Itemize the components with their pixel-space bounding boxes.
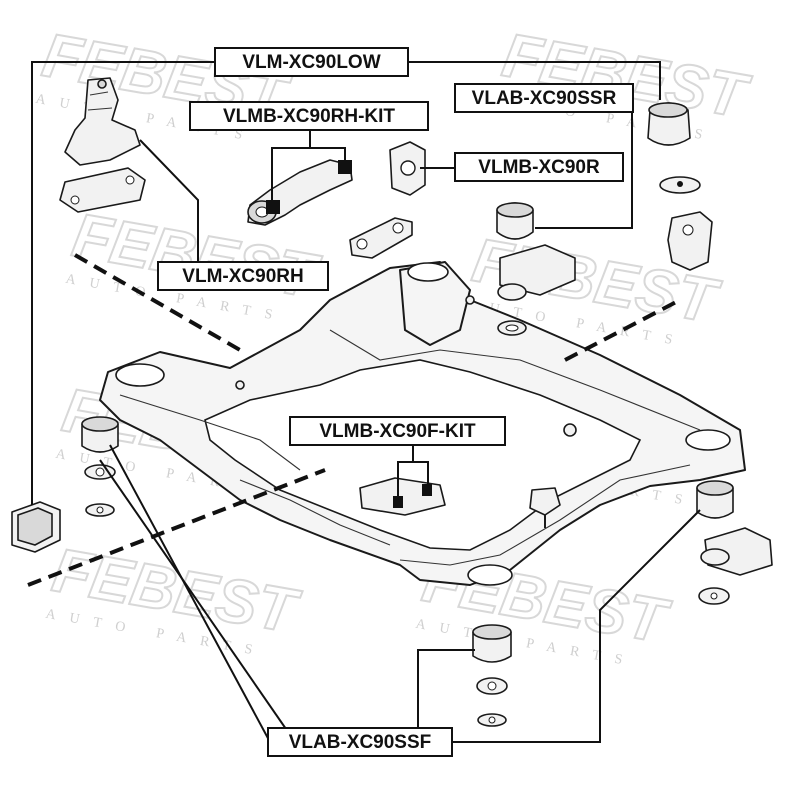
label-vlmb-xc90rh-kit: VLMB-XC90RH-KIT <box>189 101 429 131</box>
label-vlmb-xc90r-text: VLMB-XC90R <box>478 157 600 178</box>
label-vlab-xc90ssr-text: VLAB-XC90SSR <box>472 88 617 109</box>
engine-mount-top-right <box>647 102 713 271</box>
torque-rod-rh <box>247 159 353 226</box>
part-labels: VLM-XC90LOW VLMB-XC90RH-KIT VLAB-XC90SSR… <box>157 47 634 757</box>
subframe-bush-front-center <box>472 624 512 727</box>
label-vlmb-xc90f-kit: VLMB-XC90F-KIT <box>289 416 506 446</box>
subframe-bush-rear <box>496 202 576 336</box>
label-vlab-xc90ssr: VLAB-XC90SSR <box>454 83 634 113</box>
label-vlm-xc90low: VLM-XC90LOW <box>214 47 409 77</box>
engine-mount-low <box>11 501 61 553</box>
subframe-bush-front-left <box>81 416 119 517</box>
label-vlm-xc90low-text: VLM-XC90LOW <box>242 52 380 73</box>
label-vlmb-xc90rh-kit-text: VLMB-XC90RH-KIT <box>223 106 395 127</box>
label-vlm-xc90rh: VLM-XC90RH <box>157 261 329 291</box>
label-vlm-xc90rh-text: VLM-XC90RH <box>182 266 303 287</box>
subframe-bush-front-right <box>696 480 773 605</box>
label-vlab-xc90ssf: VLAB-XC90SSF <box>267 727 453 757</box>
label-vlmb-xc90r: VLMB-XC90R <box>454 152 624 182</box>
front-mount-kit <box>359 477 446 516</box>
mount-axes <box>27 253 681 587</box>
label-vlab-xc90ssf-text: VLAB-XC90SSF <box>289 732 432 753</box>
bracket-mount-r <box>349 141 426 259</box>
leader-lines <box>31 61 701 743</box>
label-vlmb-xc90f-kit-text: VLMB-XC90F-KIT <box>319 421 476 442</box>
engine-mount-left <box>59 77 146 213</box>
